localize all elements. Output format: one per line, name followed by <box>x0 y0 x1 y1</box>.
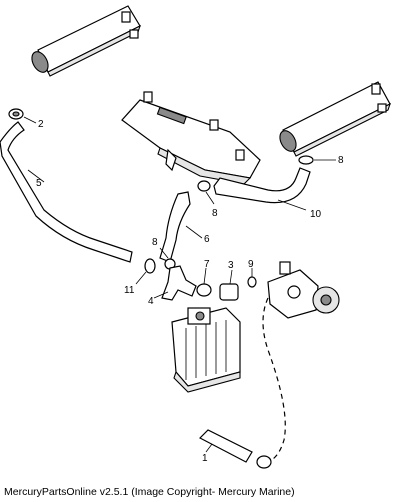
callout-5: 5 <box>36 178 42 189</box>
part-8-hose-clamp-right <box>298 155 336 165</box>
part-4-elbow-fitting <box>153 265 197 301</box>
callout-3: 3 <box>228 260 234 271</box>
callout-9: 9 <box>248 259 254 270</box>
callout-2: 2 <box>38 119 44 130</box>
callout-8-right: 8 <box>338 155 344 166</box>
part-3-short-hose <box>219 269 239 301</box>
part-7-hose-clamp <box>196 267 212 297</box>
exhaust-manifold <box>121 91 261 185</box>
part-8-hose-clamp-center <box>197 180 215 205</box>
callout-6: 6 <box>204 234 210 245</box>
exhaust-elbow-tube-left <box>31 5 141 77</box>
image-copyright-footer: MercuryPartsOnline v2.5.1 (Image Copyrig… <box>4 486 295 498</box>
part-1-hose <box>198 429 272 469</box>
part-5-long-hose <box>0 121 133 263</box>
callout-10: 10 <box>310 209 322 220</box>
part-10-hose <box>213 167 311 211</box>
part-2-hose-clamp <box>8 108 37 124</box>
callout-8-lower: 8 <box>152 237 158 248</box>
callout-8-center: 8 <box>212 208 218 219</box>
callout-1: 1 <box>202 453 208 464</box>
heat-exchanger-module <box>171 307 241 393</box>
part-11-hose-clamp <box>135 258 156 285</box>
part-9-hose-clamp <box>247 268 257 288</box>
seawater-pump <box>267 261 340 319</box>
callout-11: 11 <box>124 285 135 296</box>
callout-7: 7 <box>204 259 210 270</box>
part-6-hose <box>159 191 203 263</box>
hose-connection-dashed-line <box>262 297 286 463</box>
exhaust-elbow-tube-right <box>279 81 391 157</box>
callout-4: 4 <box>148 296 154 307</box>
